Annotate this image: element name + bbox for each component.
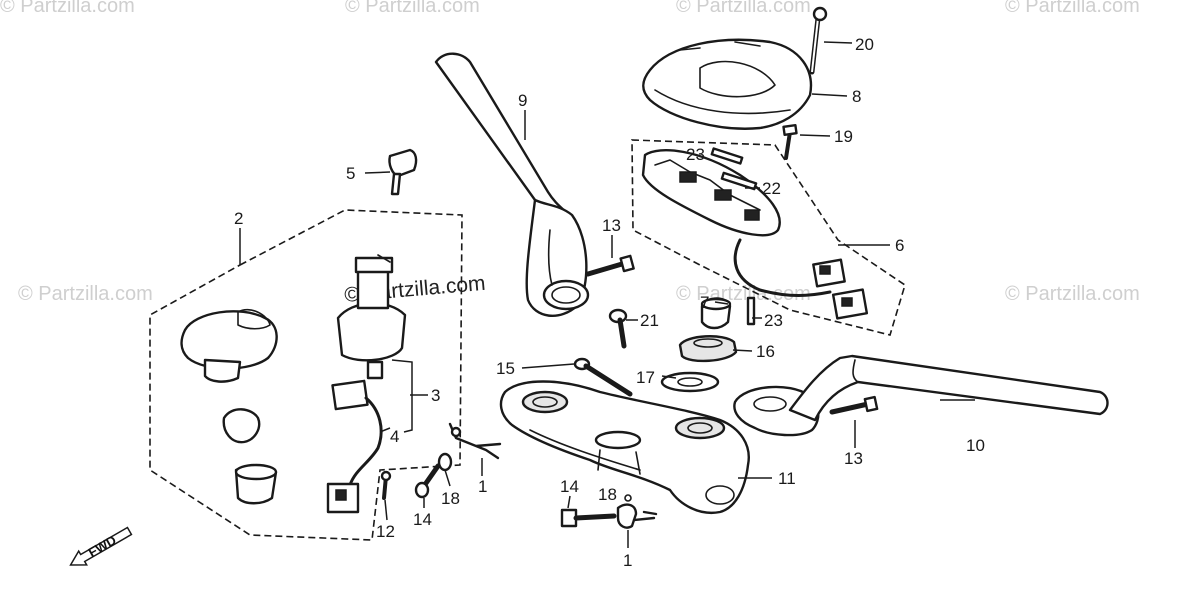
part-15-bolt: [573, 357, 633, 397]
part-23-22-pins: [710, 147, 758, 326]
watermark-right: © Partzilla.com: [1005, 283, 1140, 305]
part-11-top-bridge: [499, 380, 750, 515]
part-8-cover: [642, 38, 813, 130]
fwd-arrow: FWD: [69, 526, 133, 566]
callout-1-left: 1: [478, 477, 487, 496]
callout-3: 3: [431, 386, 440, 405]
watermark-top-left: © Partzilla.com: [0, 0, 135, 17]
leader-lines: [239, 41, 975, 548]
callout-12: 12: [376, 522, 395, 541]
callout-22: 22: [762, 179, 781, 198]
callout-13-lower: 13: [844, 449, 863, 468]
callout-11: 11: [778, 469, 796, 488]
part-2-ignition-parts: [180, 308, 278, 505]
callout-13-upper: 13: [602, 216, 621, 235]
part-4-wire-harness: [326, 379, 383, 514]
callout-2: 2: [234, 209, 243, 228]
callout-16: 16: [756, 342, 775, 361]
part-12-screw: [380, 470, 392, 500]
watermark-top-mid-right: © Partzilla.com: [676, 0, 811, 17]
callout-9: 9: [518, 91, 527, 110]
watermark-top-mid-left: © Partzilla.com: [345, 0, 480, 17]
watermark-left: © Partzilla.com: [18, 283, 153, 305]
callout-23-lower: 23: [764, 311, 783, 330]
callout-7: 7: [700, 293, 709, 312]
part-17-washer: [660, 371, 720, 393]
callout-23-upper: 23: [686, 145, 705, 164]
part-7-rubber-mount: [700, 297, 732, 330]
part-21-bolt: [608, 308, 628, 349]
part-1-bottom-clip: [616, 494, 658, 529]
callout-14-left: 14: [413, 510, 432, 529]
callout-19: 19: [834, 127, 853, 146]
part-9-left-handlebar: [434, 52, 590, 318]
callout-14-bottom: 14: [560, 477, 579, 496]
callout-labels: 20 8 9 19 23 22 5 2 13 6 7 21 23 16 15 1…: [234, 35, 985, 570]
ignition-switch-group-outline: [149, 209, 463, 541]
part-13-lower-bolt: [829, 395, 879, 415]
part-3-ignition-switch: [336, 254, 407, 380]
part-10-right-handlebar: [733, 354, 1109, 437]
callout-4: 4: [390, 427, 399, 446]
callout-1-bottom: 1: [623, 551, 632, 570]
callout-18-left: 18: [441, 489, 460, 508]
part-18-left-washer: [437, 452, 453, 472]
part-14-left-bolt: [414, 463, 441, 499]
part-20-bolt: [809, 6, 828, 75]
part-16-nut: [678, 335, 738, 363]
part-19-bolt: [782, 124, 798, 160]
callout-20: 20: [855, 35, 874, 54]
callout-17: 17: [636, 368, 655, 387]
part-13-upper-bolt: [585, 254, 635, 277]
callout-15: 15: [496, 359, 515, 378]
callout-21: 21: [640, 311, 659, 330]
switch-assembly-group-outline: [631, 139, 906, 336]
part-1-left-clip: [448, 422, 502, 460]
callout-6: 6: [895, 236, 904, 255]
watermark-top-right: © Partzilla.com: [1005, 0, 1140, 17]
callout-18-bottom: 18: [598, 485, 617, 504]
part-5-key: [388, 148, 418, 196]
callout-10: 10: [966, 436, 985, 455]
callout-8: 8: [852, 87, 861, 106]
part-14-bottom-bolt: [560, 508, 617, 528]
callout-5: 5: [346, 164, 355, 183]
part-6-switch-housing: [641, 149, 869, 320]
